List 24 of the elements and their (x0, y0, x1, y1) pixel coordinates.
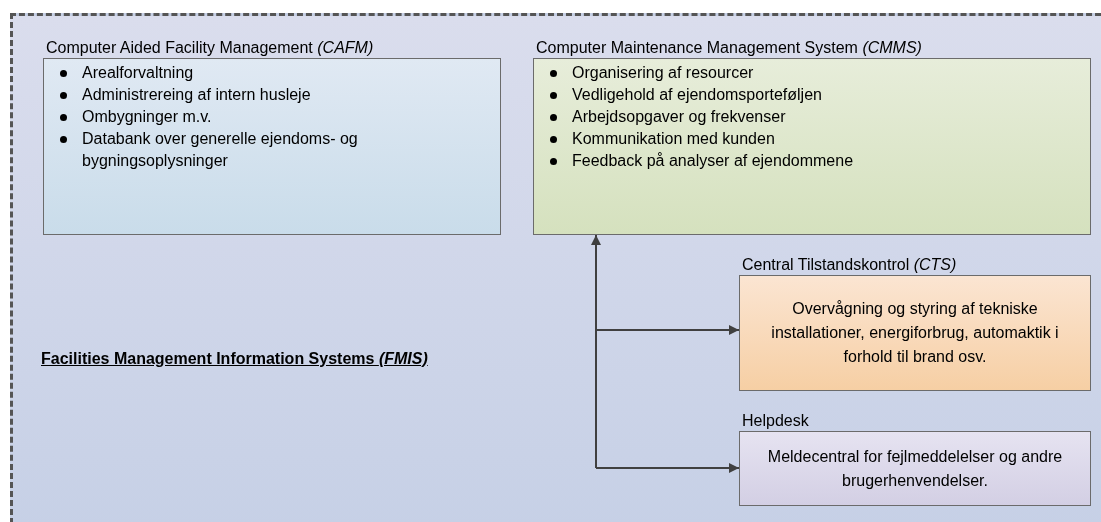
list-item: Kommunikation med kunden (572, 129, 776, 149)
list-item: Arealforvaltning (82, 63, 195, 83)
list-box (533, 58, 1091, 235)
dashed-container (10, 13, 1101, 522)
box-text: Meldecentral for fejlmeddelelser og andre brugerhenvendelser. (766, 446, 1064, 491)
list-item: Vedligehold af ejendomsporteføljen (572, 85, 823, 105)
list-item: Administrereing af intern husleje (82, 85, 312, 105)
system-title: Facilities Management Information Systems (FMIS) (41, 349, 428, 369)
box-heading: Central Tilstandskontrol (CTS) (742, 255, 957, 275)
box-text: Overvågning og styring af tekniske installationer, energiforbrug, automaktik i forhold til brand osv. (770, 299, 1060, 367)
list-item: Ombygninger m.v. (82, 107, 213, 127)
text-box (739, 431, 1091, 506)
list-item: Feedback på analyser af ejendommene (572, 151, 855, 171)
list-item: Organisering af resourcer (572, 63, 755, 83)
box-heading: Computer Maintenance Management System (CMMS) (536, 38, 922, 58)
list-item: Arbejdsopgaver og frekvenser (572, 107, 787, 127)
arrow (595, 463, 740, 473)
list-box (43, 58, 501, 235)
list-item: Databank over generelle ejendoms- og bygningsoplysninger (82, 129, 359, 171)
box-heading: Computer Aided Facility Management (CAFM) (46, 38, 374, 58)
box-heading: Helpdesk (742, 411, 809, 431)
arrow (591, 234, 601, 469)
arrow (595, 325, 740, 335)
text-box (739, 275, 1091, 391)
